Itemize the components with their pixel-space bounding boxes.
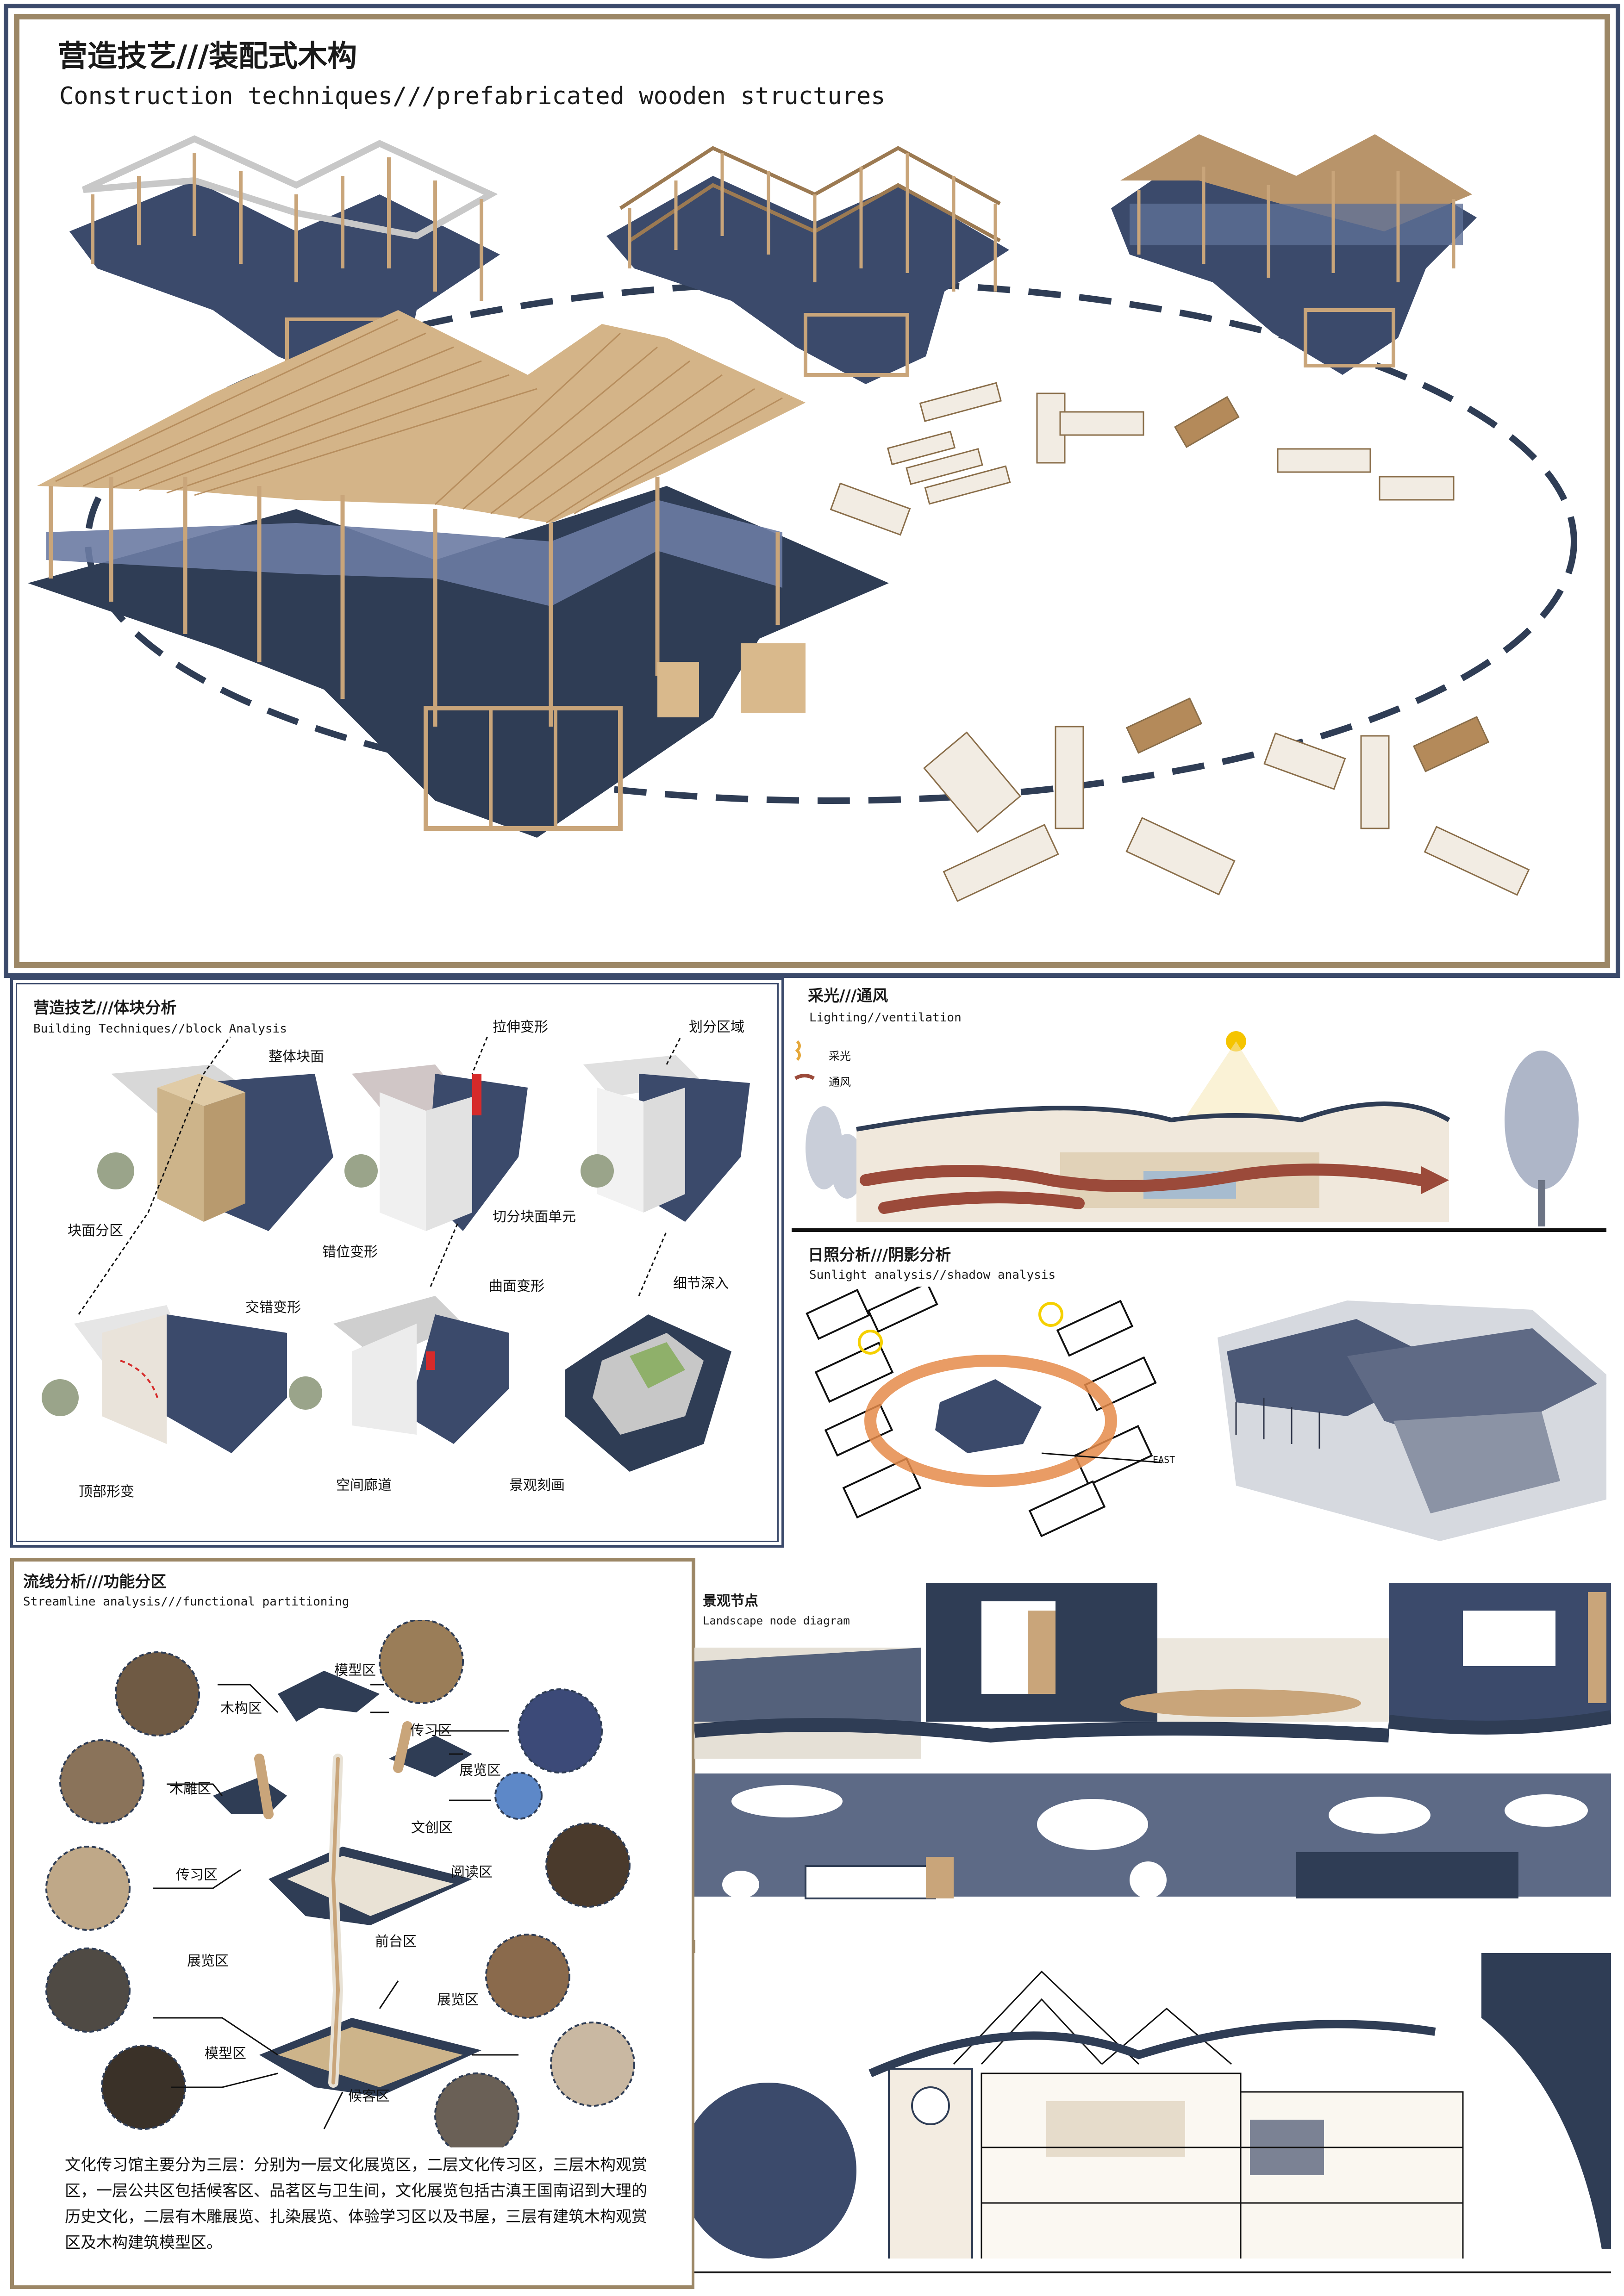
streamline-title-cn: 流线分析///功能分区 (23, 1573, 167, 1591)
construction-diagram (28, 134, 1577, 902)
block-label-1: 整体块面 (269, 1049, 324, 1065)
block-label-12: 景观刻画 (509, 1477, 565, 1493)
wind-legend-icon (794, 1074, 815, 1080)
block-label-10: 空间廊道 (336, 1477, 392, 1493)
zone-label-model-top: 模型区 (334, 1662, 376, 1679)
landscape-title-en: Landscape node diagram (703, 1614, 850, 1627)
landscape-section (694, 1953, 1611, 2296)
block-label-6: 切分块面单元 (493, 1209, 576, 1225)
block-step-2 (352, 1064, 528, 1231)
sunlight-title-cn: 日照分析///阴影分析 (808, 1246, 951, 1264)
streamline-description: 文化传习馆主要分为三层：分别为一层文化展览区，二层文化传习区，三层木构观赏区，一… (65, 2156, 647, 2252)
block-analysis-diagram (42, 1037, 750, 1472)
legend-wind-label: 通风 (829, 1076, 851, 1089)
floor-plate-level-2 (269, 1847, 472, 1925)
block-analysis-inner-frame (16, 983, 779, 1542)
zone-label-exhibit-right: 展览区 (437, 1992, 479, 2008)
block-label-5: 划分区域 (689, 1019, 744, 1035)
lighting-title-cn: 采光///通风 (808, 987, 888, 1005)
zone-label-training-top: 传习区 (410, 1723, 452, 1739)
zone-label-training-mid: 传习区 (176, 1867, 218, 1883)
streamline-frame (10, 1558, 695, 2289)
block-label-2: 块面分区 (68, 1223, 123, 1239)
top-title-cn: 营造技艺///装配式木构 (58, 39, 357, 74)
zone-label-timber: 木构区 (220, 1700, 262, 1717)
block-label-4: 错位变形 (322, 1244, 378, 1260)
landscape-node-strip (694, 1583, 1611, 1759)
stage-model-2 (606, 146, 1009, 384)
large-timber-model (28, 310, 889, 838)
shadow-analysis-render (1208, 1282, 1606, 1541)
stage-model-3 (1111, 134, 1477, 375)
circulation-arrows (254, 1721, 412, 2088)
zone-photo-circles (45, 1620, 635, 2147)
zone-label-waiting: 候客区 (348, 2088, 390, 2104)
streamline-title-en: Streamline analysis///functional partiti… (23, 1595, 350, 1609)
block-label-11: 细节深入 (673, 1276, 729, 1292)
wind-arrows (860, 1164, 1427, 1214)
block-label-7: 交错变形 (245, 1300, 301, 1316)
sun-icon-west (1038, 1302, 1063, 1327)
landscape-title-cn: 景观节点 (703, 1593, 758, 1609)
zone-label-reception: 前台区 (375, 1934, 417, 1950)
block-title-cn: 营造技艺///体块分析 (33, 999, 177, 1017)
sunlight-shadow-map (801, 1287, 1181, 1546)
sun-icon-east (858, 1330, 883, 1355)
zone-label-model-bottom: 模型区 (205, 2046, 246, 2062)
block-label-8: 顶部形变 (79, 1484, 134, 1500)
legend-light-label: 采光 (829, 1050, 851, 1063)
zone-label-exhibit-top: 展览区 (459, 1762, 501, 1779)
top-panel-frame (4, 4, 1620, 978)
timber-joint-components (830, 382, 1530, 902)
block-label-3: 拉伸变形 (493, 1019, 548, 1035)
block-step-4 (74, 1305, 287, 1453)
tree-icon (42, 1152, 614, 1416)
zone-label-carving: 木雕区 (169, 1781, 211, 1797)
block-analysis-frame (10, 977, 784, 1548)
zone-label-reading: 阅读区 (451, 1864, 493, 1880)
lighting-title-en: Lighting//ventilation (809, 1011, 962, 1025)
zone-label-exhibit-left: 展览区 (187, 1953, 229, 1969)
tree-right (1505, 1051, 1579, 1189)
block-step-6 (565, 1314, 731, 1472)
moon-circle-left (694, 2083, 856, 2259)
top-panel-inner-frame (14, 14, 1610, 968)
floor-plate-level-1 (259, 2018, 481, 2097)
block-step-5 (333, 1296, 509, 1444)
block-step-3 (583, 1055, 750, 1222)
landscape-elevation (694, 1773, 1611, 1940)
sunlight-title-en: Sunlight analysis//shadow analysis (809, 1268, 1056, 1282)
block-step-1 (111, 1064, 333, 1231)
top-title-en: Construction techniques///prefabricated … (59, 82, 886, 110)
sun-path-ellipse (864, 1355, 1117, 1487)
block-label-9: 曲面变形 (489, 1278, 544, 1294)
floor-plate-level-3 (213, 1671, 472, 1814)
trees-left (806, 1106, 864, 1199)
lighting-ventilation-section (792, 1027, 1606, 1259)
block-title-en: Building Techniques//block Analysis (33, 1022, 287, 1036)
zone-label-creative: 文创区 (411, 1820, 453, 1836)
streamline-diagram (45, 1620, 635, 2147)
cloud-icons (731, 1785, 1588, 1850)
east-label: EAST (1153, 1454, 1175, 1465)
light-legend-icon (795, 1040, 801, 1061)
